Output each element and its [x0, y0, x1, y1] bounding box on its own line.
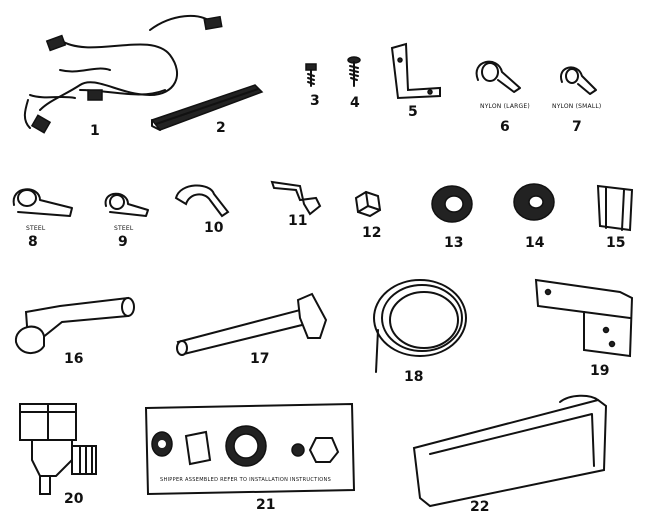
caption-shipper-assembled: SHIPPER ASSEMBLED REFER TO INSTALLATION …	[160, 477, 332, 483]
l-bracket-drawing	[390, 42, 441, 100]
ice-bin-drawing	[412, 394, 608, 508]
part-number-16: 16	[64, 351, 84, 367]
part-number-4: 4	[350, 95, 360, 111]
screw-drawing	[305, 63, 317, 87]
washer-drawing	[513, 183, 555, 221]
part-number-6: 6	[500, 119, 510, 135]
part-number-11: 11	[288, 213, 308, 229]
shipper-assembly-drawing	[144, 402, 356, 496]
caption-nylon-large: NYLON (LARGE)	[480, 103, 530, 110]
channel-drawing	[150, 84, 264, 131]
coiled-tubing-drawing	[373, 279, 467, 373]
caption-steel-8: STEEL	[26, 225, 46, 232]
channel-bracket-drawing	[596, 184, 634, 232]
part-number-19: 19	[590, 363, 610, 379]
nut-drawing	[354, 190, 382, 218]
part-number-5: 5	[408, 104, 418, 120]
part-number-3: 3	[310, 93, 320, 109]
part-number-14: 14	[525, 235, 545, 251]
part-number-18: 18	[404, 369, 424, 385]
part-number-21: 21	[256, 497, 276, 513]
part-number-1: 1	[90, 123, 100, 139]
part-number-9: 9	[118, 234, 128, 250]
caption-steel-9: STEEL	[114, 225, 134, 232]
water-valve-drawing	[19, 403, 97, 495]
part-number-13: 13	[444, 235, 464, 251]
cover-clip-drawing	[174, 184, 230, 218]
steel-clamp-small-drawing	[104, 192, 149, 217]
wire-harness-drawing	[23, 14, 223, 134]
grommet-small-drawing	[431, 185, 473, 223]
part-number-8: 8	[28, 234, 38, 250]
small-nylon-clamp-drawing	[559, 66, 597, 95]
part-number-20: 20	[64, 491, 84, 507]
mounting-bracket-drawing	[534, 278, 634, 358]
part-number-10: 10	[204, 220, 224, 236]
elbow-tube-drawing	[14, 296, 135, 354]
part-number-7: 7	[572, 119, 582, 135]
fill-tube-drawing	[176, 292, 328, 356]
part-number-12: 12	[362, 225, 382, 241]
caption-nylon-small: NYLON (SMALL)	[552, 103, 602, 110]
part-number-15: 15	[606, 235, 626, 251]
part-number-17: 17	[250, 351, 270, 367]
large-nylon-clamp-drawing	[475, 60, 521, 93]
part-number-22: 22	[470, 499, 490, 515]
part-number-2: 2	[216, 120, 226, 136]
wood-screw-drawing	[347, 56, 361, 87]
bracket-clip-drawing	[270, 180, 322, 216]
steel-clamp-large-drawing	[12, 188, 73, 217]
